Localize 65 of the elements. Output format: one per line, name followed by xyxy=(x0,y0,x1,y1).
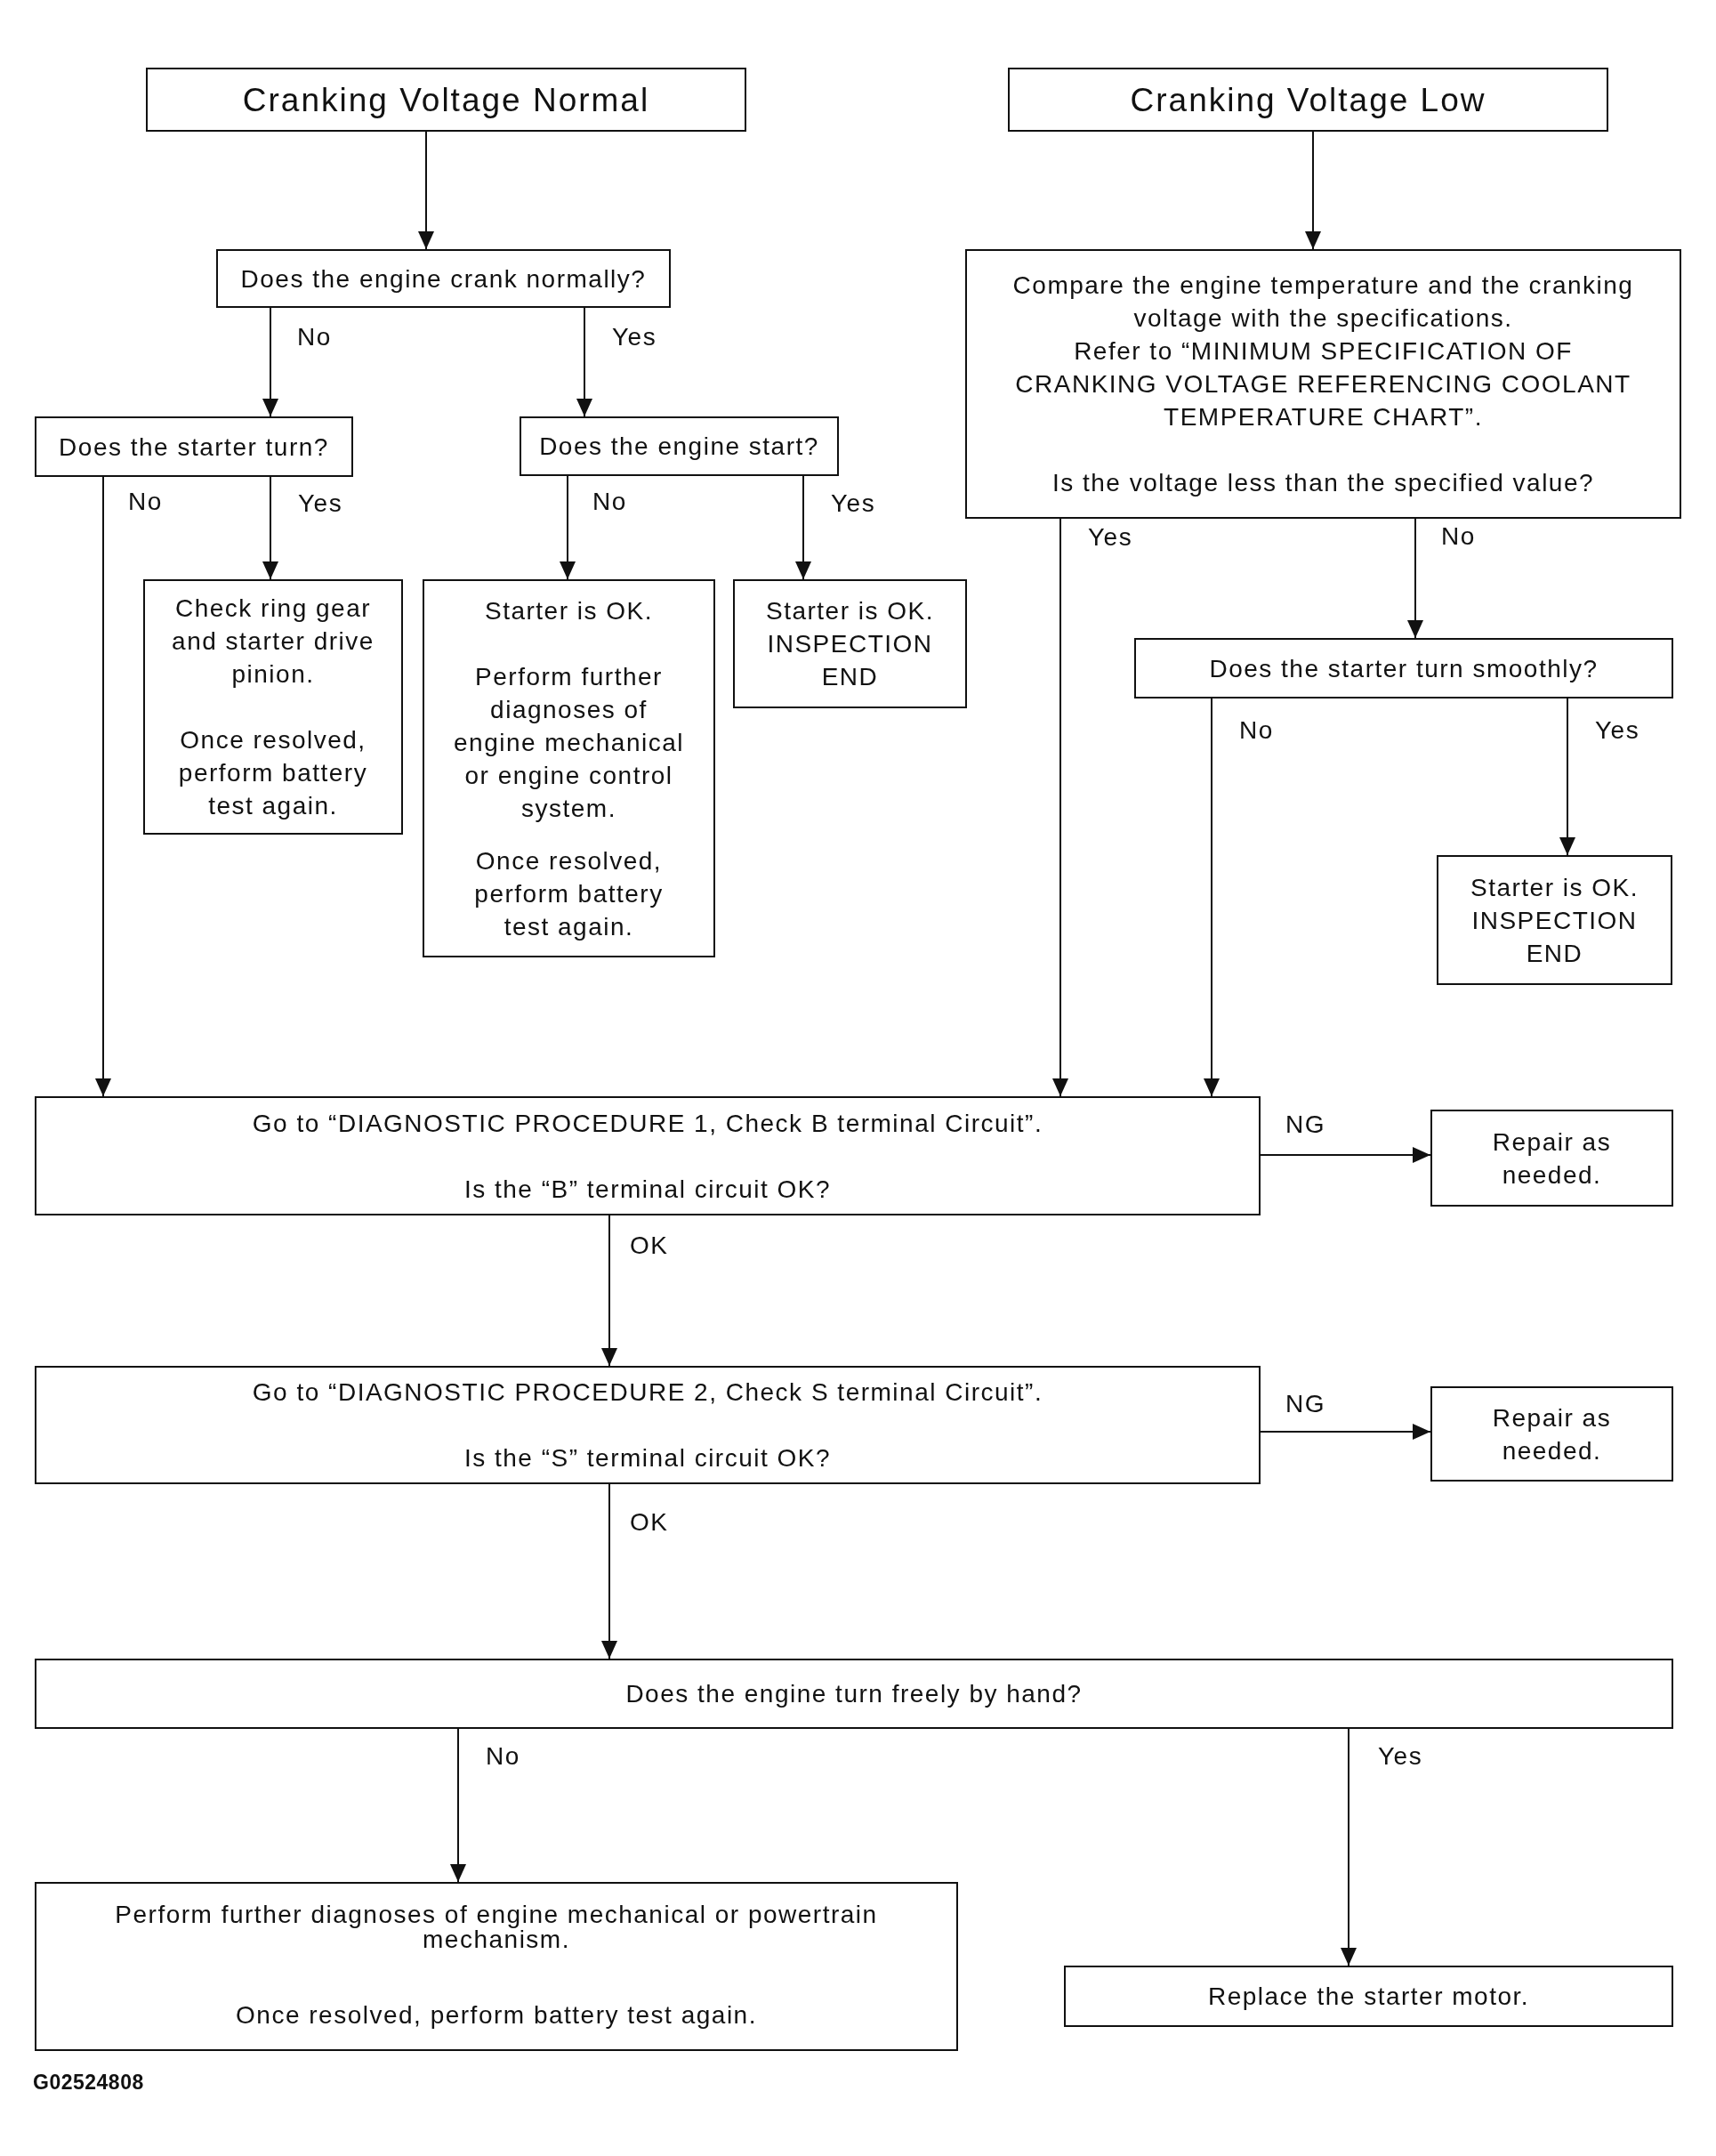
step-text: Once resolved, perform battery test again. xyxy=(236,1999,757,2031)
arrow xyxy=(601,1483,617,1659)
heading-box xyxy=(1008,68,1608,132)
action-box xyxy=(423,579,715,957)
step-text: Is the “B” terminal circuit OK? xyxy=(463,1174,832,1205)
decision-box xyxy=(35,416,353,477)
figure-code: G02524808 xyxy=(33,2070,144,2095)
action-box xyxy=(1430,1110,1673,1207)
step-text: Starter is OK. xyxy=(484,595,653,626)
decision-box xyxy=(1134,638,1673,698)
step-text: Repair as needed. xyxy=(1491,1402,1613,1466)
decision-box xyxy=(35,1096,1261,1215)
step-text: Is the “S” terminal circuit OK? xyxy=(463,1443,832,1474)
action-box xyxy=(1064,1966,1673,2027)
step-text: Replace the starter motor. xyxy=(1207,1982,1530,2012)
decision-box xyxy=(216,249,671,308)
step-text: Refer to “MINIMUM SPECIFICATION OF CRANKING VOLTAGE REFERENCING COOLANT TEMPERATURE CHART”. xyxy=(1014,336,1632,432)
arrow xyxy=(1204,698,1220,1097)
arrow xyxy=(795,475,811,580)
decision-box xyxy=(965,249,1681,519)
arrow xyxy=(418,131,434,250)
decision-box xyxy=(35,1366,1261,1484)
step-text: Does the engine start? xyxy=(539,432,819,462)
arrow xyxy=(1260,1147,1431,1163)
end-box xyxy=(1437,855,1672,985)
step-text: Once resolved, perform battery test again. xyxy=(177,725,369,821)
arrow xyxy=(262,476,278,580)
step-text: Go to “DIAGNOSTIC PROCEDURE 1, Check B terminal Circuit”. xyxy=(252,1108,1043,1139)
arrow xyxy=(95,476,111,1097)
action-box xyxy=(143,579,403,835)
arrow xyxy=(262,307,278,417)
step-text: Go to “DIAGNOSTIC PROCEDURE 2, Check S terminal Circuit”. xyxy=(252,1377,1043,1408)
step-text: Check ring gear and starter drive pinion. xyxy=(171,594,375,690)
step-text: INSPECTION END xyxy=(766,629,934,692)
step-text: Does the starter turn smoothly? xyxy=(1209,653,1599,684)
arrow xyxy=(450,1728,466,1883)
step-text: Does the engine crank normally? xyxy=(240,263,647,295)
arrow xyxy=(1052,518,1068,1097)
heading-text: Cranking Voltage Low xyxy=(1130,83,1486,117)
heading-box xyxy=(146,68,746,132)
decision-box xyxy=(520,416,839,476)
heading-text: Cranking Voltage Normal xyxy=(242,83,650,117)
step-text: Repair as needed. xyxy=(1491,1126,1613,1191)
action-box xyxy=(35,1882,958,2051)
arrow xyxy=(1341,1728,1357,1966)
arrow xyxy=(601,1215,617,1367)
step-text: Once resolved, perform battery test again. xyxy=(473,845,665,942)
end-box xyxy=(733,579,967,708)
step-text: Starter is OK. xyxy=(765,596,934,626)
arrow xyxy=(1407,518,1423,639)
step-text: Does the engine turn freely by hand? xyxy=(625,1679,1083,1709)
arrow xyxy=(1260,1424,1431,1440)
step-text: INSPECTION END xyxy=(1470,905,1639,969)
step-text: Starter is OK. xyxy=(1470,872,1639,903)
arrow xyxy=(576,307,592,417)
step-text: Perform further diagnoses of engine mechanical or powertrain mechanism. xyxy=(114,1902,879,1952)
arrow xyxy=(560,475,576,580)
step-text: Does the starter turn? xyxy=(59,432,329,463)
arrow xyxy=(1559,698,1575,856)
action-box xyxy=(1430,1386,1673,1482)
decision-box xyxy=(35,1659,1673,1729)
arrow xyxy=(1305,131,1321,250)
step-text: Compare the engine temperature and the cranking voltage with the specifications. xyxy=(1011,271,1635,334)
step-text: Is the voltage less than the specified value? xyxy=(1051,468,1595,498)
step-text: Perform further diagnoses of engine mechanical or engine control system. xyxy=(453,661,685,824)
